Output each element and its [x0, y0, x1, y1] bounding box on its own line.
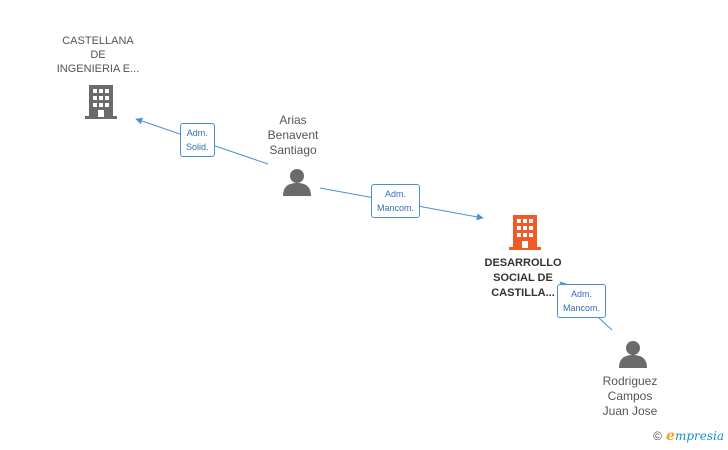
footer: © empresia — [653, 428, 724, 444]
node-desarrollo-line-1: DESARROLLO — [484, 257, 562, 269]
node-rodriguez-line-1: Rodriguez — [602, 374, 658, 388]
node-arias-line-3: Santiago — [269, 143, 317, 157]
node-arias-line-2: Benavent — [267, 128, 319, 142]
building-icon-highlighted[interactable] — [509, 215, 541, 250]
edge-label-line-2: Mancom. — [563, 303, 601, 313]
node-arias-line-1: Arias — [279, 113, 307, 127]
brand-logo-rest: mpresia — [674, 429, 724, 443]
edge-label-line-2: Solid. — [186, 142, 209, 152]
edge-label-line-1: Adm. — [385, 189, 407, 199]
person-icon[interactable] — [618, 340, 648, 368]
node-castellana-line-2: DE — [90, 49, 106, 61]
person-icon[interactable] — [282, 168, 312, 196]
edge-label-line-1: Adm. — [186, 128, 208, 138]
brand-logo-e: e — [666, 428, 675, 444]
edge-label-rodriguez-desarrollo[interactable]: Adm. Mancom. — [557, 284, 607, 318]
edge-label-arias-castellana[interactable]: Adm. Solid. — [180, 123, 215, 157]
node-desarrollo-line-2: SOCIAL DE — [493, 272, 553, 284]
node-rodriguez-line-2: Campos — [607, 389, 653, 403]
node-arias-label[interactable]: Arias Benavent Santiago — [248, 113, 338, 158]
node-rodriguez-label[interactable]: Rodriguez Campos Juan Jose — [585, 374, 675, 419]
node-desarrollo-label[interactable]: DESARROLLO SOCIAL DE CASTILLA... — [468, 256, 578, 301]
edge-label-line-1: Adm. — [571, 289, 593, 299]
node-castellana-line-3: INGENIERIA E... — [56, 63, 140, 75]
node-castellana-line-1: CASTELLANA — [62, 35, 134, 47]
node-desarrollo-line-3: CASTILLA... — [491, 287, 555, 299]
node-rodriguez-line-3: Juan Jose — [602, 404, 658, 418]
copyright-symbol: © — [653, 429, 663, 443]
edge-label-line-2: Mancom. — [377, 203, 415, 213]
node-castellana-label[interactable]: CASTELLANA DE INGENIERIA E... — [48, 34, 148, 76]
building-icon[interactable] — [85, 85, 117, 119]
brand-logo[interactable]: empresia — [666, 428, 724, 444]
edge-label-arias-desarrollo[interactable]: Adm. Mancom. — [371, 184, 421, 218]
